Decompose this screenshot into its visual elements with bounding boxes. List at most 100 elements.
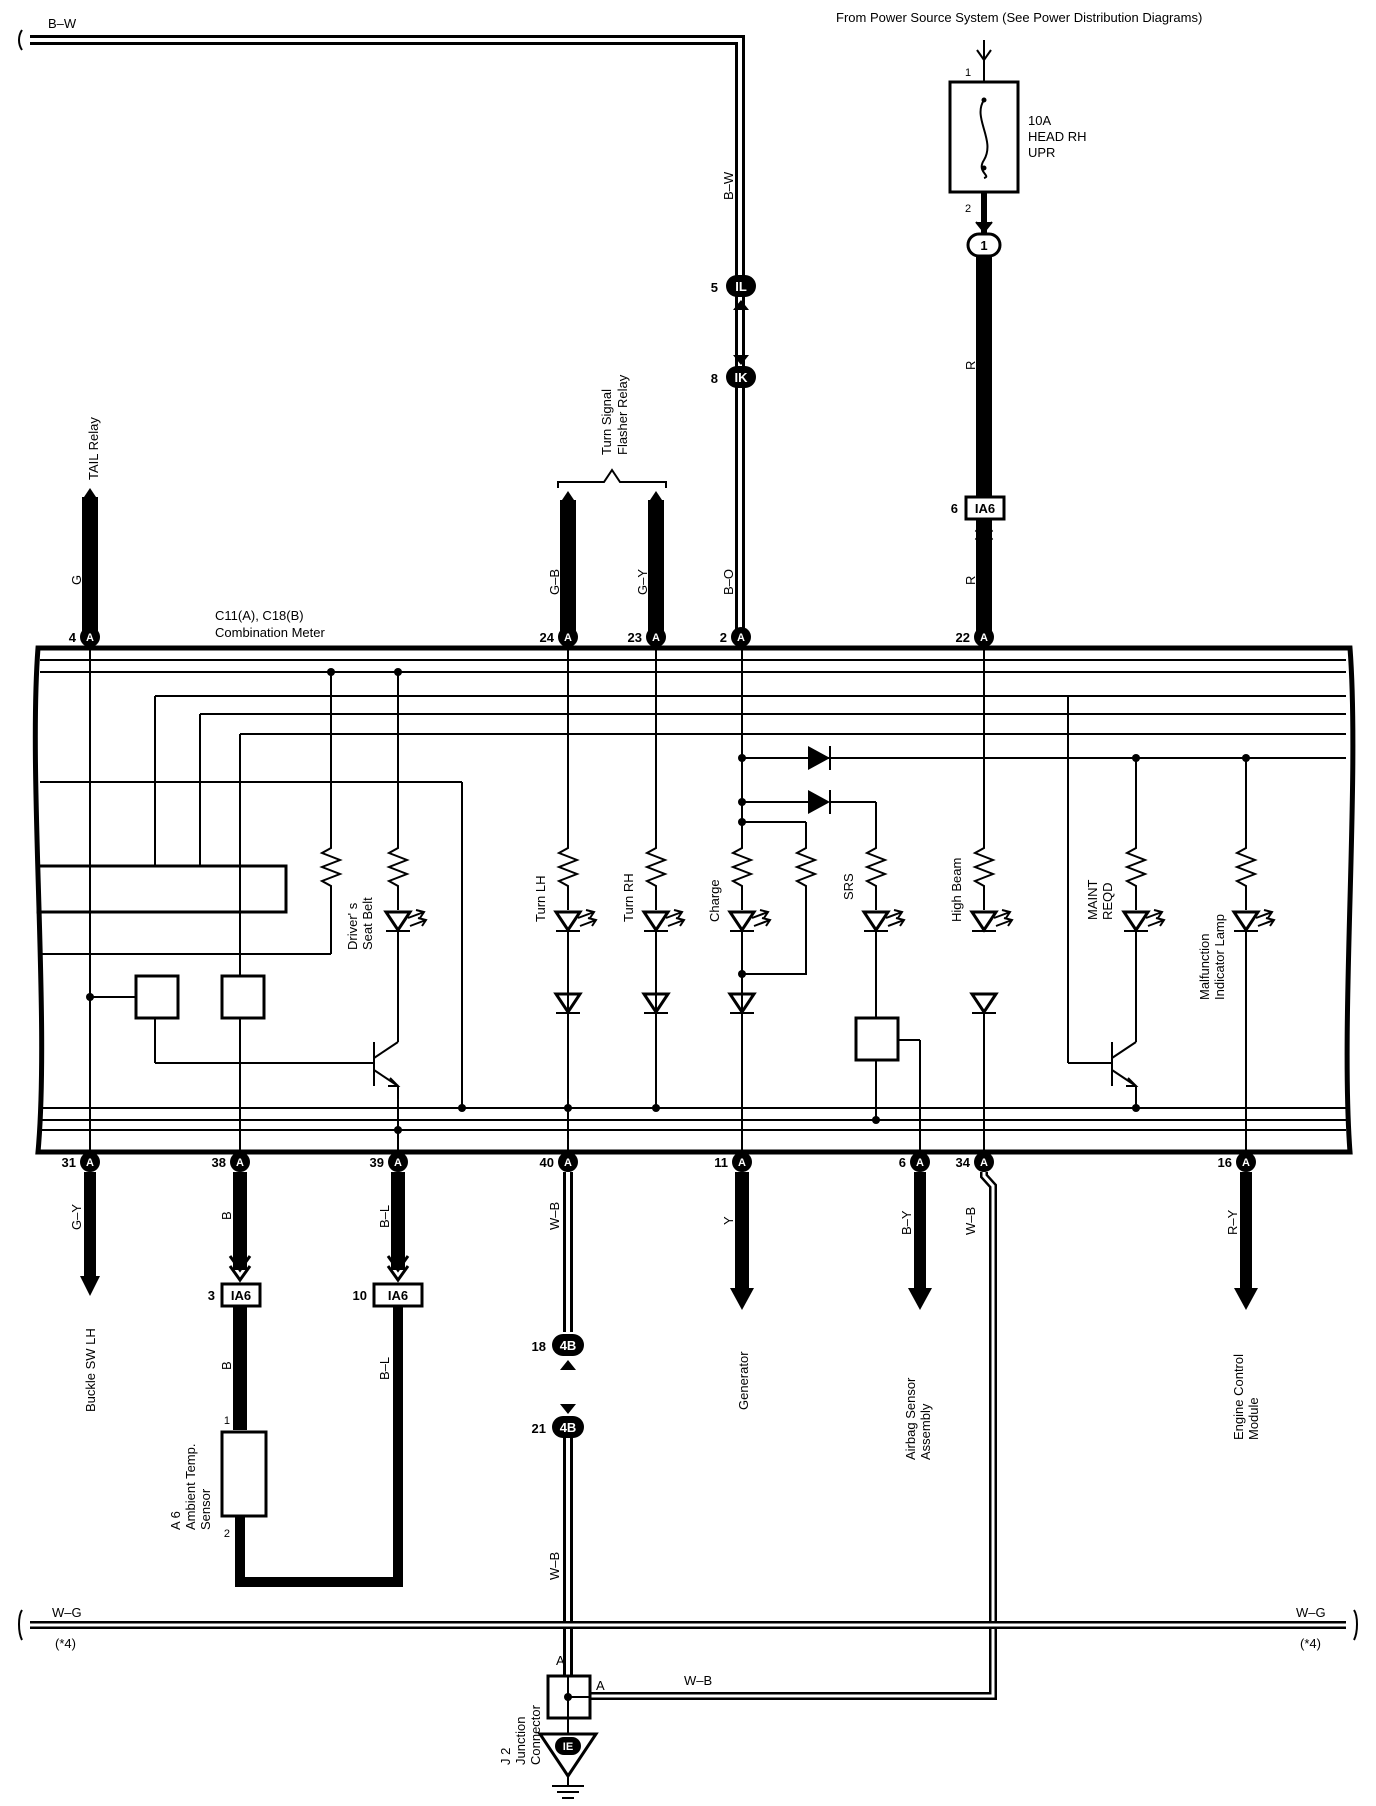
svg-text:A: A xyxy=(86,1157,94,1169)
svg-text:21: 21 xyxy=(532,1421,546,1436)
combination-meter: C11(A), C18(B) Combination Meter xyxy=(32,608,1356,1155)
svg-text:IA6: IA6 xyxy=(231,1288,251,1303)
lamp-label-mil-2: Indicator Lamp xyxy=(1212,914,1227,1000)
svg-text:A: A xyxy=(236,1157,244,1169)
j2-name-1: Junction xyxy=(513,1717,528,1765)
wire-ground-wb: W–B 4B 18 4B 21 W–B xyxy=(532,1172,584,1678)
svg-text:A: A xyxy=(652,632,660,644)
dest-buckle: Buckle SW LH xyxy=(83,1328,98,1412)
dest-airbag-1: Airbag Sensor xyxy=(903,1377,918,1460)
svg-text:IK: IK xyxy=(735,370,749,385)
bottom-pin-31: A 31 xyxy=(62,1152,100,1172)
lamp-label-seat-belt-2: Seat Belt xyxy=(360,897,375,950)
turn-relay-wires: Turn Signal Flasher Relay G–B G–Y xyxy=(547,374,667,637)
svg-text:39: 39 xyxy=(370,1155,384,1170)
sensor-name-2: Sensor xyxy=(198,1488,213,1530)
svg-text:B: B xyxy=(219,1211,234,1220)
top-pin-4: A 4 xyxy=(69,627,100,647)
svg-text:IE: IE xyxy=(563,1741,573,1753)
dest-ecm-1: Engine Control xyxy=(1231,1354,1246,1440)
svg-text:A: A xyxy=(737,632,745,644)
wg-label-right: W–G xyxy=(1296,1605,1326,1620)
svg-text:B: B xyxy=(219,1361,234,1370)
wire-generator: Y Generator xyxy=(721,1172,754,1410)
wire-label-g-b: G–B xyxy=(547,569,562,595)
svg-text:23: 23 xyxy=(628,630,642,645)
svg-text:A: A xyxy=(738,1157,746,1169)
svg-text:A: A xyxy=(916,1157,924,1169)
bottom-pin-16: A 16 xyxy=(1218,1152,1256,1172)
turn-relay-label-2: Flasher Relay xyxy=(615,374,630,455)
bottom-pin-6: A 6 xyxy=(899,1152,930,1172)
svg-text:10A: 10A xyxy=(1028,113,1051,128)
lamp-label-maint-1: MAINT xyxy=(1085,880,1100,921)
svg-text:Y: Y xyxy=(721,1216,736,1225)
svg-text:A: A xyxy=(1242,1157,1250,1169)
svg-text:A: A xyxy=(980,632,988,644)
svg-text:24: 24 xyxy=(540,630,555,645)
tail-relay-label: TAIL Relay xyxy=(86,417,101,480)
connector-il: IL 5 xyxy=(711,275,756,297)
connector-ik: IK 8 xyxy=(711,366,756,388)
svg-text:6: 6 xyxy=(899,1155,906,1170)
wg-bus: W–G W–G (*4) (*4) xyxy=(18,1605,1358,1651)
wire-label-g: G xyxy=(69,575,84,585)
wire-label-b-o: B–O xyxy=(721,569,736,595)
j2-code: J 2 xyxy=(498,1748,513,1765)
bottom-pin-39: A 39 xyxy=(370,1152,408,1172)
sensor-name-1: Ambient Temp. xyxy=(183,1444,198,1530)
svg-text:A: A xyxy=(596,1678,605,1693)
meter-code: C11(A), C18(B) xyxy=(215,608,304,623)
svg-text:IA6: IA6 xyxy=(388,1288,408,1303)
svg-text:B–Y: B–Y xyxy=(899,1210,914,1235)
svg-text:A: A xyxy=(564,1157,572,1169)
svg-text:2: 2 xyxy=(720,630,727,645)
svg-text:2: 2 xyxy=(965,203,971,215)
svg-text:1: 1 xyxy=(965,67,971,79)
svg-text:B–L: B–L xyxy=(377,1357,392,1380)
bottom-pin-38: A 38 xyxy=(212,1152,250,1172)
svg-text:W–B: W–B xyxy=(547,1202,562,1230)
top-pin-23: A 23 xyxy=(628,627,666,647)
bottom-pin-11: A 11 xyxy=(714,1152,752,1172)
lamp-label-srs: SRS xyxy=(841,873,856,900)
fuse-head-rh-upr: From Power Source System (See Power Dist… xyxy=(836,10,1202,242)
wire-ecm: R–Y Engine Control Module xyxy=(1225,1172,1261,1440)
svg-text:2: 2 xyxy=(224,1528,230,1540)
svg-text:A: A xyxy=(556,1653,565,1668)
svg-text:34: 34 xyxy=(956,1155,971,1170)
turn-relay-label-1: Turn Signal xyxy=(599,389,614,455)
wire-label-r-lower: R xyxy=(963,576,978,585)
svg-text:A: A xyxy=(86,632,94,644)
svg-text:A: A xyxy=(564,632,572,644)
lamp-label-charge: Charge xyxy=(707,879,722,922)
wire-label-r-upper: R xyxy=(963,361,978,370)
wire-label-b-w-vertical: B–W xyxy=(721,171,736,200)
svg-text:IA6: IA6 xyxy=(975,501,995,516)
note-star4-right: (*4) xyxy=(1300,1636,1321,1651)
svg-text:18: 18 xyxy=(532,1339,546,1354)
svg-text:R–Y: R–Y xyxy=(1225,1209,1240,1235)
svg-text:16: 16 xyxy=(1218,1155,1232,1170)
top-pin-2: A 2 xyxy=(720,627,751,647)
svg-text:4B: 4B xyxy=(560,1420,577,1435)
svg-text:UPR: UPR xyxy=(1028,145,1055,160)
wire-wb-return: W–B W–B xyxy=(584,1172,997,1700)
svg-text:A: A xyxy=(980,1157,988,1169)
svg-text:IL: IL xyxy=(735,279,747,294)
lamp-label-turn-lh: Turn LH xyxy=(533,876,548,922)
note-star4-left: (*4) xyxy=(55,1636,76,1651)
svg-text:40: 40 xyxy=(540,1155,554,1170)
bw-power-wire: B–W B–W xyxy=(18,16,745,637)
tail-relay-wire: TAIL Relay G xyxy=(69,417,101,637)
top-pin-24: A 24 xyxy=(540,627,578,647)
lamp-label-turn-rh: Turn RH xyxy=(621,873,636,922)
svg-text:1: 1 xyxy=(224,1415,230,1427)
connector-ia6-top: IA6 6 xyxy=(951,495,1006,521)
lamp-label-mil-1: Malfunction xyxy=(1197,934,1212,1000)
dest-generator: Generator xyxy=(736,1351,751,1410)
lamp-label-high-beam: High Beam xyxy=(949,858,964,922)
svg-text:31: 31 xyxy=(62,1155,76,1170)
top-pin-22: A 22 xyxy=(956,627,994,647)
